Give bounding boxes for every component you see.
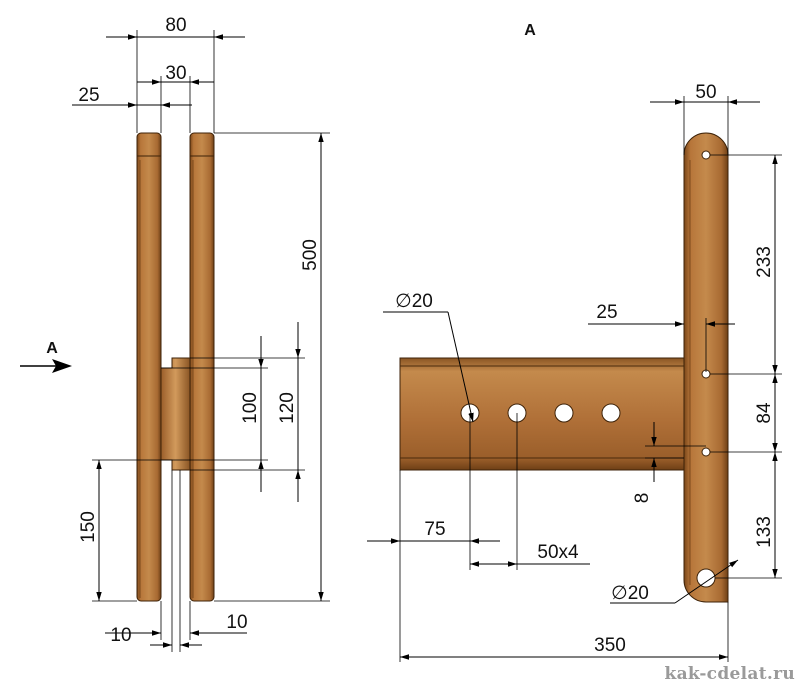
dim-120: 120 (190, 322, 305, 502)
left-plank (136, 132, 162, 602)
view-arrow-label: A (46, 340, 58, 357)
dim-10-right-label: 10 (226, 612, 247, 633)
dim-dia20-bottom-label: ∅20 (611, 583, 649, 604)
post-hole-low (701, 447, 711, 457)
dim-25-hole-label: 25 (596, 302, 617, 323)
dim-233-label: 233 (754, 246, 775, 278)
beam-hole-4 (601, 403, 621, 423)
horizontal-beam (399, 357, 685, 471)
dim-100: 100 (161, 336, 268, 492)
dim-150: 150 (78, 459, 161, 602)
side-view: 80 30 25 500 (20, 15, 330, 652)
dim-50-label: 50 (695, 82, 716, 103)
dim-30-label: 30 (165, 63, 186, 84)
dim-133-label: 133 (754, 516, 775, 548)
dim-84-label: 84 (754, 402, 775, 424)
right-plank (189, 132, 215, 602)
dim-500-label: 500 (300, 239, 321, 271)
dim-25-label: 25 (78, 85, 99, 106)
dim-75-label: 75 (424, 519, 445, 540)
dim-25: 25 (72, 85, 192, 108)
dim-50x4: 50x4 (470, 413, 590, 570)
dim-10-left-label: 10 (110, 625, 131, 646)
dim-30: 30 (137, 63, 214, 133)
dim-500: 500 (214, 132, 330, 602)
post-hole-top (701, 150, 711, 160)
front-view-a: A 50 (367, 22, 782, 662)
dim-8: 8 (632, 422, 706, 503)
view-a-title: A (524, 22, 536, 39)
dim-50x4-label: 50x4 (537, 542, 579, 563)
dim-100-label: 100 (240, 392, 261, 424)
dim-dia20-top: ∅20 (383, 291, 474, 423)
dim-8-label: 8 (632, 493, 653, 504)
view-arrow-a: A (20, 340, 72, 373)
dim-150-label: 150 (78, 511, 99, 543)
beam-hole-3 (554, 403, 574, 423)
dim-dia20-bottom: ∅20 (610, 559, 739, 604)
dim-350-label: 350 (594, 635, 626, 656)
dim-10-gaps: 10 10 (105, 470, 248, 652)
dim-dia20-top-label: ∅20 (395, 291, 433, 312)
dim-25-hole: 25 (588, 302, 735, 372)
dim-350: 350 (400, 602, 729, 662)
middle-block (160, 357, 191, 471)
dim-75: 75 (367, 413, 500, 662)
dim-vertical-chain: 233 84 133 (710, 154, 782, 579)
dim-50: 50 (650, 82, 760, 155)
dim-120-label: 120 (277, 392, 298, 424)
dim-80-label: 80 (165, 15, 186, 36)
watermark: kak-cdelat.ru (665, 664, 795, 684)
